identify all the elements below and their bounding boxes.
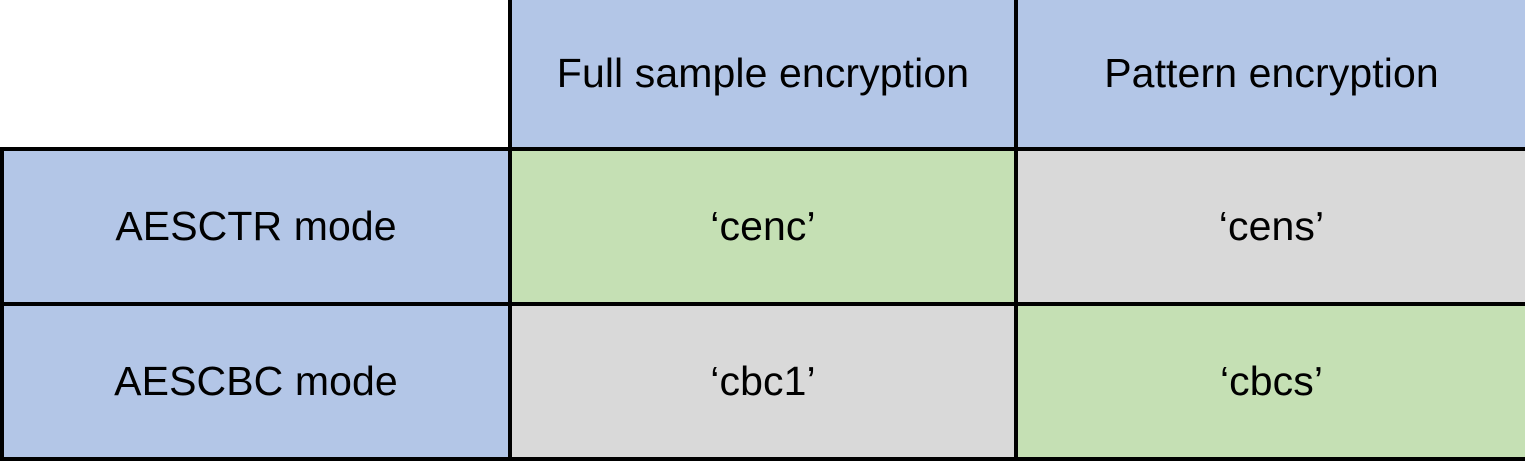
row-header-aesctr-mode: AESCTR mode [0,147,512,306]
cell-aescbc-pattern: ‘cbcs’ [1014,302,1525,461]
matrix-corner-blank [0,0,508,147]
cell-aescbc-full-sample: ‘cbc1’ [508,302,1018,461]
cell-aesctr-full-sample: ‘cenc’ [508,147,1018,306]
column-header-full-sample-encryption: Full sample encryption [508,0,1018,151]
cell-aesctr-pattern: ‘cens’ [1014,147,1525,306]
column-header-pattern-encryption: Pattern encryption [1014,0,1525,151]
row-header-aescbc-mode: AESCBC mode [0,302,512,461]
